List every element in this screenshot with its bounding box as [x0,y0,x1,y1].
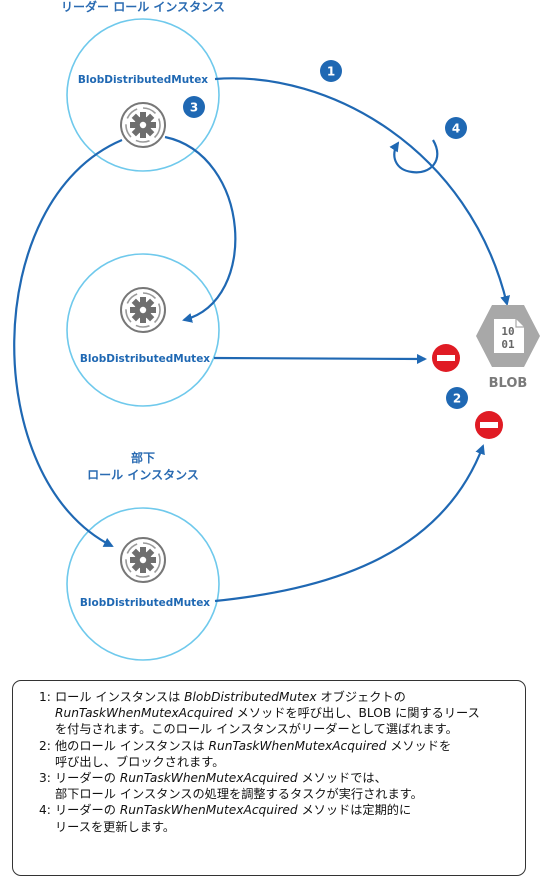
legend-item-1-line-3: を付与されます。このロール インスタンスがリーダーとして選ばれます。 [55,721,515,737]
legend-text: ロール インスタンスは [55,690,185,704]
legend-text: 部下ロール インスタンスの処理を調整するタスクが実行されます。 [55,787,423,802]
legend-text: メソッドを [386,738,452,753]
legend-item-1-line-2: RunTaskWhenMutexAcquired メソッドを呼び出し、BLOB … [55,705,515,721]
arrow-coordinate-bottom [13,138,123,547]
blob-label: BLOB [489,376,528,391]
stop-icon-bottom [475,411,503,439]
legend-item-2-line-2: 呼び出し、ブロックされます。 [55,754,515,770]
legend-text: リーダーの [55,771,120,786]
badge-2: 2 [446,387,468,409]
legend-item-2-number: 2: [39,738,51,753]
legend-italic-text: RunTaskWhenMutexAcquired [208,738,387,753]
badge-3: 3 [183,96,205,118]
leader-role-title: リーダー ロール インスタンス [61,0,225,14]
legend-italic-text: RunTaskWhenMutexAcquired [55,706,233,721]
legend-text: リースを更新します。 [55,819,176,834]
badge-1: 1 [320,60,342,82]
arrow-renew-lease-loop [389,139,439,174]
badge-4-number: 4 [452,122,460,136]
blob-icon-digits-bottom: 01 [501,338,515,351]
legend-text: リーダーの [55,803,120,818]
legend-italic-text: BlobDistributedMutex [184,690,317,704]
leader-instance-circle [66,18,220,172]
legend-item-3: 3: リーダーの RunTaskWhenMutexAcquired メソッドでは… [39,770,515,802]
legend-item-3-line-1: リーダーの RunTaskWhenMutexAcquired メソッドでは、 [55,770,515,786]
badge-3-number: 3 [190,101,198,115]
legend-italic-text: RunTaskWhenMutexAcquired [119,803,298,818]
legend-text: 呼び出し、ブロックされます。 [55,754,225,769]
legend-text: メソッドを呼び出し、BLOB に関するリース [232,706,480,721]
subordinate-role-title-line1: 部下 [131,450,155,465]
legend-item-4-line-2: リースを更新します。 [55,819,515,835]
arrow-acquire-lease [214,77,510,306]
legend-text: メソッドでは、 [297,771,387,786]
legend-item-4-line-1: リーダーの RunTaskWhenMutexAcquired メソッドは定期的に [55,802,515,818]
gear-icon-middle [120,287,166,333]
legend-box: 1: ロール インスタンスは BlobDistributedMutex オブジェ… [12,680,526,876]
legend-italic-text: RunTaskWhenMutexAcquired [119,771,298,786]
legend-text: メソッドは定期的に [297,803,412,818]
mutex-label-middle: BlobDistributedMutex [80,353,210,365]
legend-item-2: 2: 他のロール インスタンスは RunTaskWhenMutexAcquire… [39,738,515,770]
badge-1-number: 1 [327,65,335,79]
arrow-blocked-middle [213,353,427,364]
arrow-blocked-bottom [214,444,485,603]
legend-item-2-line-1: 他のロール インスタンスは RunTaskWhenMutexAcquired メ… [55,738,515,754]
legend-item-3-number: 3: [39,771,51,786]
gear-icon-bottom [120,537,166,583]
badge-2-number: 2 [453,392,461,406]
stop-icon-middle [432,344,460,372]
legend-item-3-line-2: 部下ロール インスタンスの処理を調整するタスクが実行されます。 [55,786,515,802]
blob-storage-icon: 10 01 [476,305,540,367]
arrow-coordinate-middle [164,135,237,323]
mutex-label-leader: BlobDistributedMutex [78,74,208,86]
subordinate-role-title-line2: ロール インスタンス [87,468,199,482]
legend-text: オブジェクトの [316,690,406,704]
gear-icon-leader [120,102,166,148]
blob-icon-digits-top: 10 [501,325,514,338]
legend-item-4-number: 4: [39,803,51,818]
badge-4: 4 [445,117,467,139]
legend-item-1: 1: ロール インスタンスは BlobDistributedMutex オブジェ… [39,689,515,738]
legend-item-4: 4: リーダーの RunTaskWhenMutexAcquired メソッドは定… [39,802,515,835]
legend-item-1-number: 1: [39,690,51,704]
mutex-label-bottom: BlobDistributedMutex [80,597,210,609]
legend-item-1-line-1: ロール インスタンスは BlobDistributedMutex オブジェクトの [55,689,515,705]
legend-text: 他のロール インスタンスは [55,738,209,753]
legend-text: を付与されます。このロール インスタンスがリーダーとして選ばれます。 [55,722,458,737]
